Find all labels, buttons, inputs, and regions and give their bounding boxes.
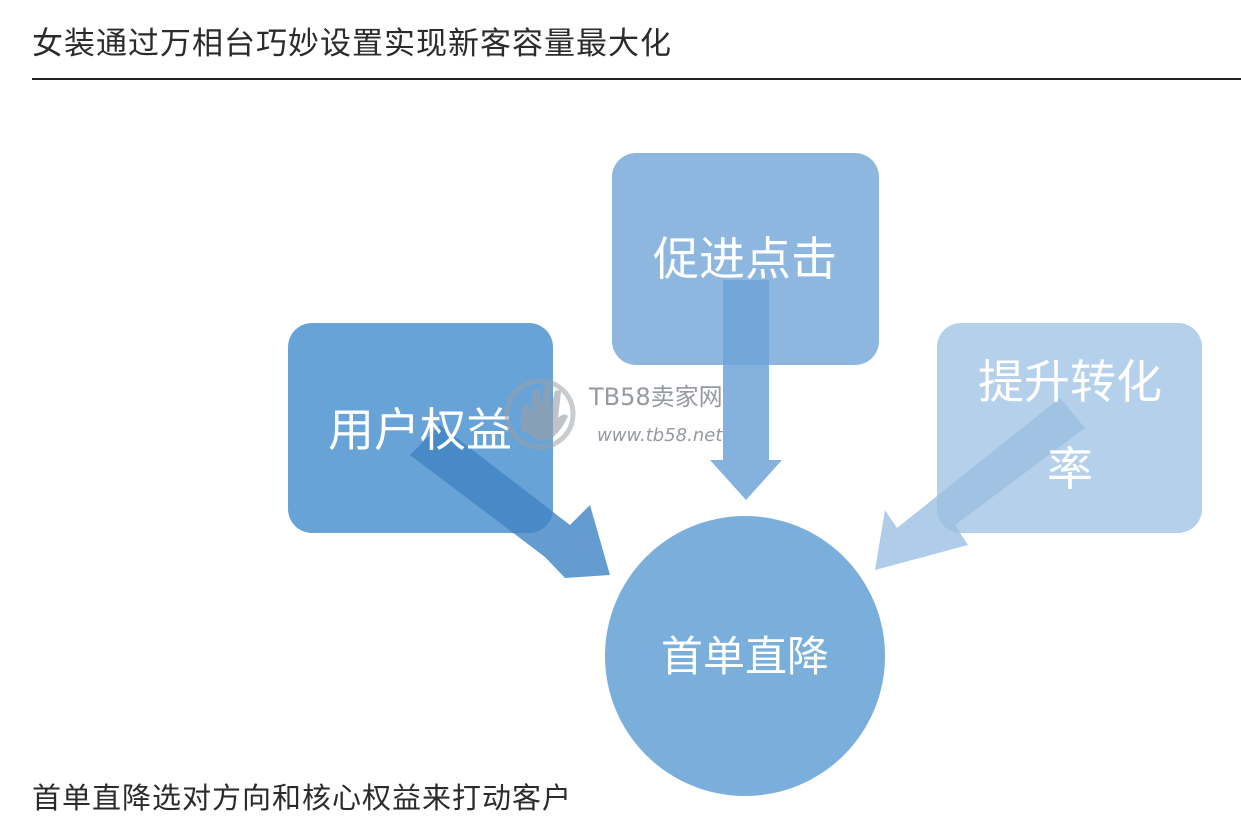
title-divider xyxy=(32,78,1241,80)
arrow-top-shape xyxy=(710,280,782,500)
box-left-label: 用户权益 xyxy=(328,403,512,457)
watermark-name: TB58卖家网 xyxy=(588,383,723,411)
box-top xyxy=(612,153,879,365)
watermark-url: www.tb58.net xyxy=(597,425,723,446)
box-right-label-line1: 提升转化 xyxy=(978,355,1162,409)
arrow-top xyxy=(710,280,782,500)
page-caption: 首单直降选对方向和核心权益来打动客户 xyxy=(32,781,573,815)
box-top-shape xyxy=(612,153,879,365)
arrow-right-shape xyxy=(875,398,1085,570)
box-right-label-line2: 率 xyxy=(1047,442,1093,496)
watermark: TB58卖家网 www.tb58.net xyxy=(504,378,723,450)
center-node: 首单直降 xyxy=(605,516,885,796)
box-top-label: 促进点击 xyxy=(653,232,837,286)
center-label: 首单直降 xyxy=(661,632,829,681)
arrow-right xyxy=(875,398,1085,570)
page-title: 女装通过万相台巧妙设置实现新客容量最大化 xyxy=(32,26,672,62)
center-circle xyxy=(605,516,885,796)
arrow-left-shape xyxy=(410,425,610,578)
hand-logo-icon xyxy=(504,378,576,450)
arrow-left xyxy=(410,425,610,578)
